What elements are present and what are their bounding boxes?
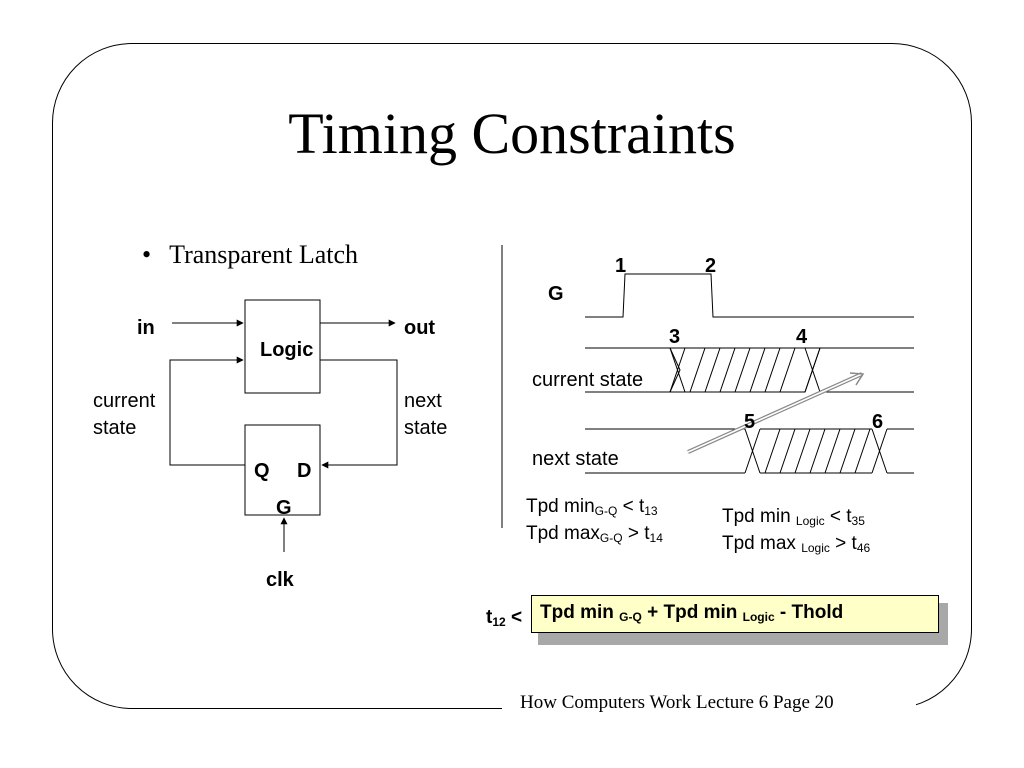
clk-label: clk [266,569,294,591]
slide-title: Timing Constraints [288,101,736,166]
constraint-eq3: Tpd min Logic < t35 [722,506,865,528]
in-label: in [137,317,155,339]
g-waveform [585,273,914,318]
current-label-1: current [93,390,156,412]
marker-6: 6 [872,411,884,433]
next-state-waveform [585,428,914,474]
constraint-eq1: Tpd minG-Q < t13 [526,496,658,518]
marker-1: 1 [615,255,627,277]
g-signal-label: G [548,283,564,305]
slide-footer: How Computers Work Lecture 6 Page 20 [520,692,834,713]
next-state-path [320,359,398,469]
marker-3: 3 [669,326,681,348]
current-state-signal-label: current state [532,369,644,391]
footer-gap [502,700,916,720]
d-label: D [297,460,312,482]
current-state-path [169,356,245,466]
constraint-eq2: Tpd maxG-Q > t14 [526,523,663,545]
hold-constraint-box: Tpd min G-Q + Tpd min Logic - Thold [531,595,939,633]
marker-5: 5 [744,411,756,433]
next-label-2: state [404,417,448,439]
marker-2: 2 [705,255,717,277]
constraint-eq4: Tpd max Logic > t46 [722,533,871,555]
bullet-dot-icon: • [142,240,152,269]
logic-label: Logic [260,339,314,361]
bullet-text: Transparent Latch [169,240,359,269]
propagation-arrow-inner [687,373,863,453]
latch-block [244,424,321,516]
current-label-2: state [93,417,137,439]
current-state-waveform [585,347,914,393]
q-label: Q [254,460,270,482]
logic-block [244,299,321,394]
out-label: out [404,317,436,339]
propagation-arrow-head [849,372,865,386]
bullet-item: • Transparent Latch [142,240,358,270]
latch-g-label: G [276,497,292,519]
marker-4: 4 [796,326,808,348]
next-state-signal-label: next state [532,448,619,470]
t12-label: t12 < [486,607,523,629]
next-label-1: next [404,390,442,412]
